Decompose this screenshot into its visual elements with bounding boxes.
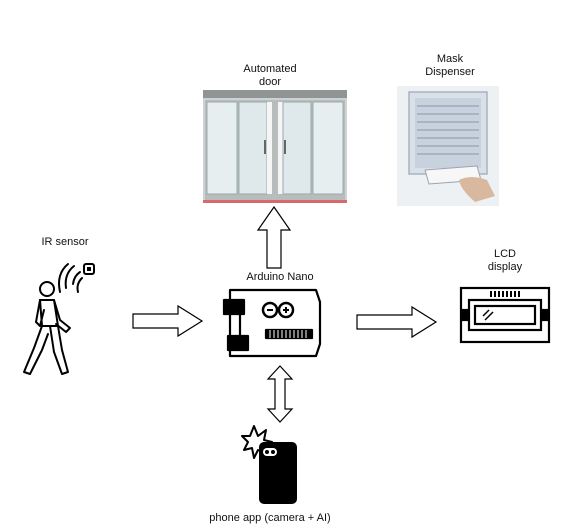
lcd-display-label: LCD display	[465, 248, 545, 274]
ir-sensor-label: IR sensor	[41, 236, 89, 248]
arrow-ir-to-arduino	[132, 304, 204, 338]
mask-dispenser-image	[397, 86, 499, 206]
arduino-board-icon	[220, 286, 326, 360]
person-walking-ir-sensor-icon	[18, 262, 100, 382]
mask-dispenser-label-line1: Mask	[436, 53, 464, 65]
arrow-to-door	[256, 206, 292, 270]
automated-door-label-line2: door	[258, 76, 282, 88]
lcd-display-icon	[459, 286, 551, 344]
arrow-arduino-to-lcd	[356, 305, 438, 339]
phone-app-label: phone app (camera + AI)	[209, 512, 331, 524]
mask-dispenser-label: Mask Dispenser	[410, 53, 490, 79]
automated-door-image	[203, 90, 347, 204]
phone-camera-flash-icon	[240, 424, 300, 506]
automated-door-label-line1: Automated	[243, 63, 297, 75]
arrow-arduino-phone	[266, 365, 294, 423]
automated-door-label: Automated door	[230, 63, 310, 89]
arduino-nano-label: Arduino Nano	[246, 271, 314, 283]
lcd-display-label-line2: display	[487, 261, 523, 273]
mask-dispenser-label-line2: Dispenser	[425, 66, 475, 78]
lcd-display-label-line1: LCD	[493, 248, 516, 260]
